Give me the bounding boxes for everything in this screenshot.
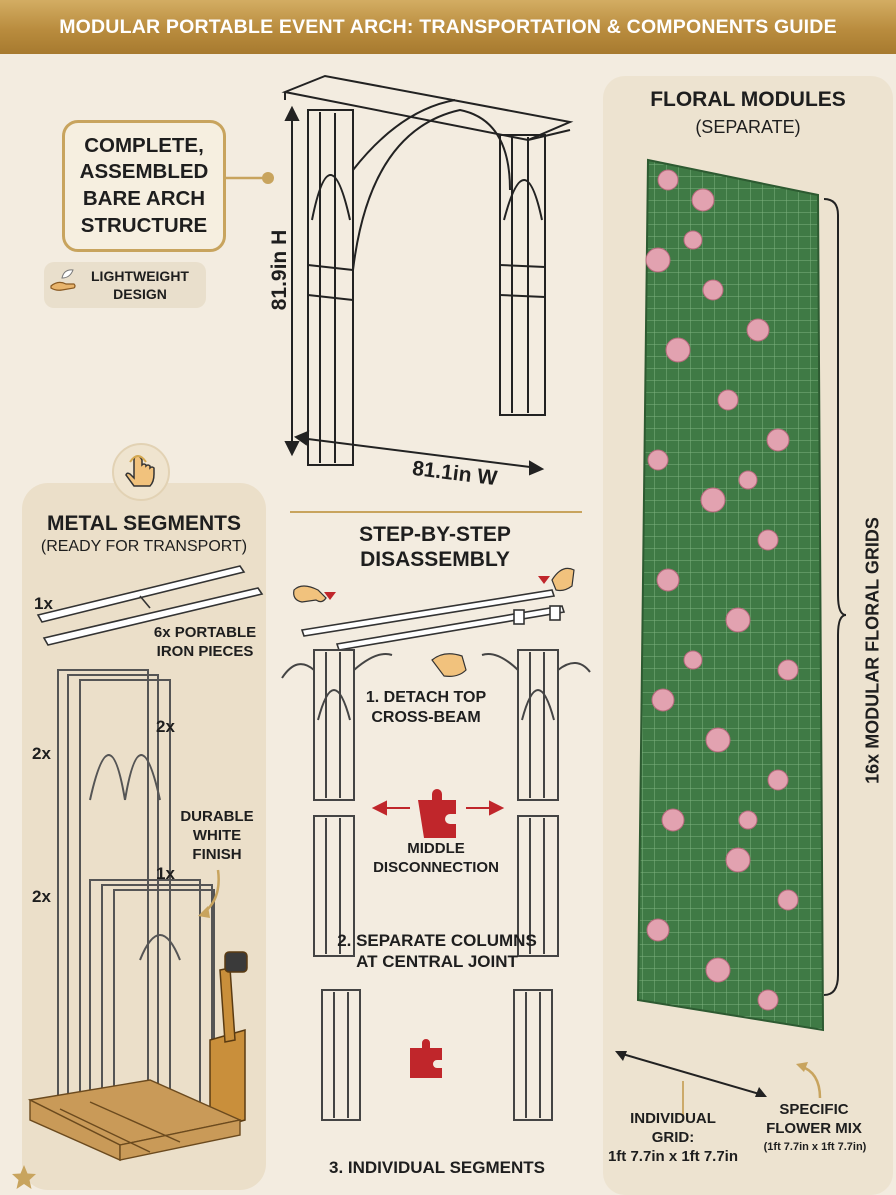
durable-finish-label: DURABLE WHITE FINISH [180,808,254,863]
metal-segments-drawing [27,565,264,1162]
count-2x-left-lower: 2x [32,887,51,906]
step1-label: 1. DETACH TOP CROSS-BEAM [365,689,487,726]
count-1x-top: 1x [34,594,53,613]
section-divider [290,511,582,513]
grid-size-dimension [615,1051,767,1115]
metal-segments-subtitle: (READY FOR TRANSPORT) [40,538,248,555]
grids-bracket [823,198,847,996]
assembled-callout: COMPLETE, ASSEMBLED BARE ARCH STRUCTURE [62,120,226,252]
star-icon [12,1165,36,1189]
page-title: MODULAR PORTABLE EVENT ARCH: TRANSPORTAT… [59,15,837,38]
count-1x-mid: 1x [156,864,175,883]
touch-icon [125,455,155,487]
individual-grid-label: INDIVIDUAL GRID: 1ft 7.7in x 1ft 7.7in [607,1110,739,1165]
finish-arrow [198,869,220,918]
specific-flower-label: SPECIFIC FLOWER MIX [766,1101,862,1137]
disassembly-drawing [281,567,591,1121]
steps-title: STEP-BY-STEP DISASSEMBLY [359,523,511,572]
hand-leaf-icon [50,269,76,291]
assembled-arch-drawing [281,74,574,476]
step2-label: 2. SEPARATE COLUMNS AT CENTRAL JOINT [337,931,537,972]
title-banner: MODULAR PORTABLE EVENT ARCH: TRANSPORTAT… [0,0,896,54]
middle-disconnection-label: MIDDLE DISCONNECTION [373,840,499,876]
flower-mix-arrow [796,1062,822,1099]
assembled-callout-text: COMPLETE, ASSEMBLED BARE ARCH STRUCTURE [79,133,209,237]
floral-subtitle: (SEPARATE) [695,117,801,137]
height-label: 81.9in H [268,229,291,311]
count-2x-left-upper: 2x [32,744,51,763]
floral-title: FLORAL MODULES [650,88,846,111]
step3-label: 3. INDIVIDUAL SEGMENTS [329,1158,545,1177]
specific-flower-size: (1ft 7.7in x 1ft 7.7in) [763,1141,867,1153]
portable-pieces-label: 6x PORTABLE IRON PIECES [153,624,257,660]
grids-count-label: 16x MODULAR FLORAL GRIDS [862,517,883,784]
metal-segments-title: METAL SEGMENTS [46,512,242,535]
count-2x-right: 2x [156,717,175,736]
lightweight-label: LIGHTWEIGHT DESIGN [91,268,189,302]
floral-grids-drawing [636,158,825,1032]
